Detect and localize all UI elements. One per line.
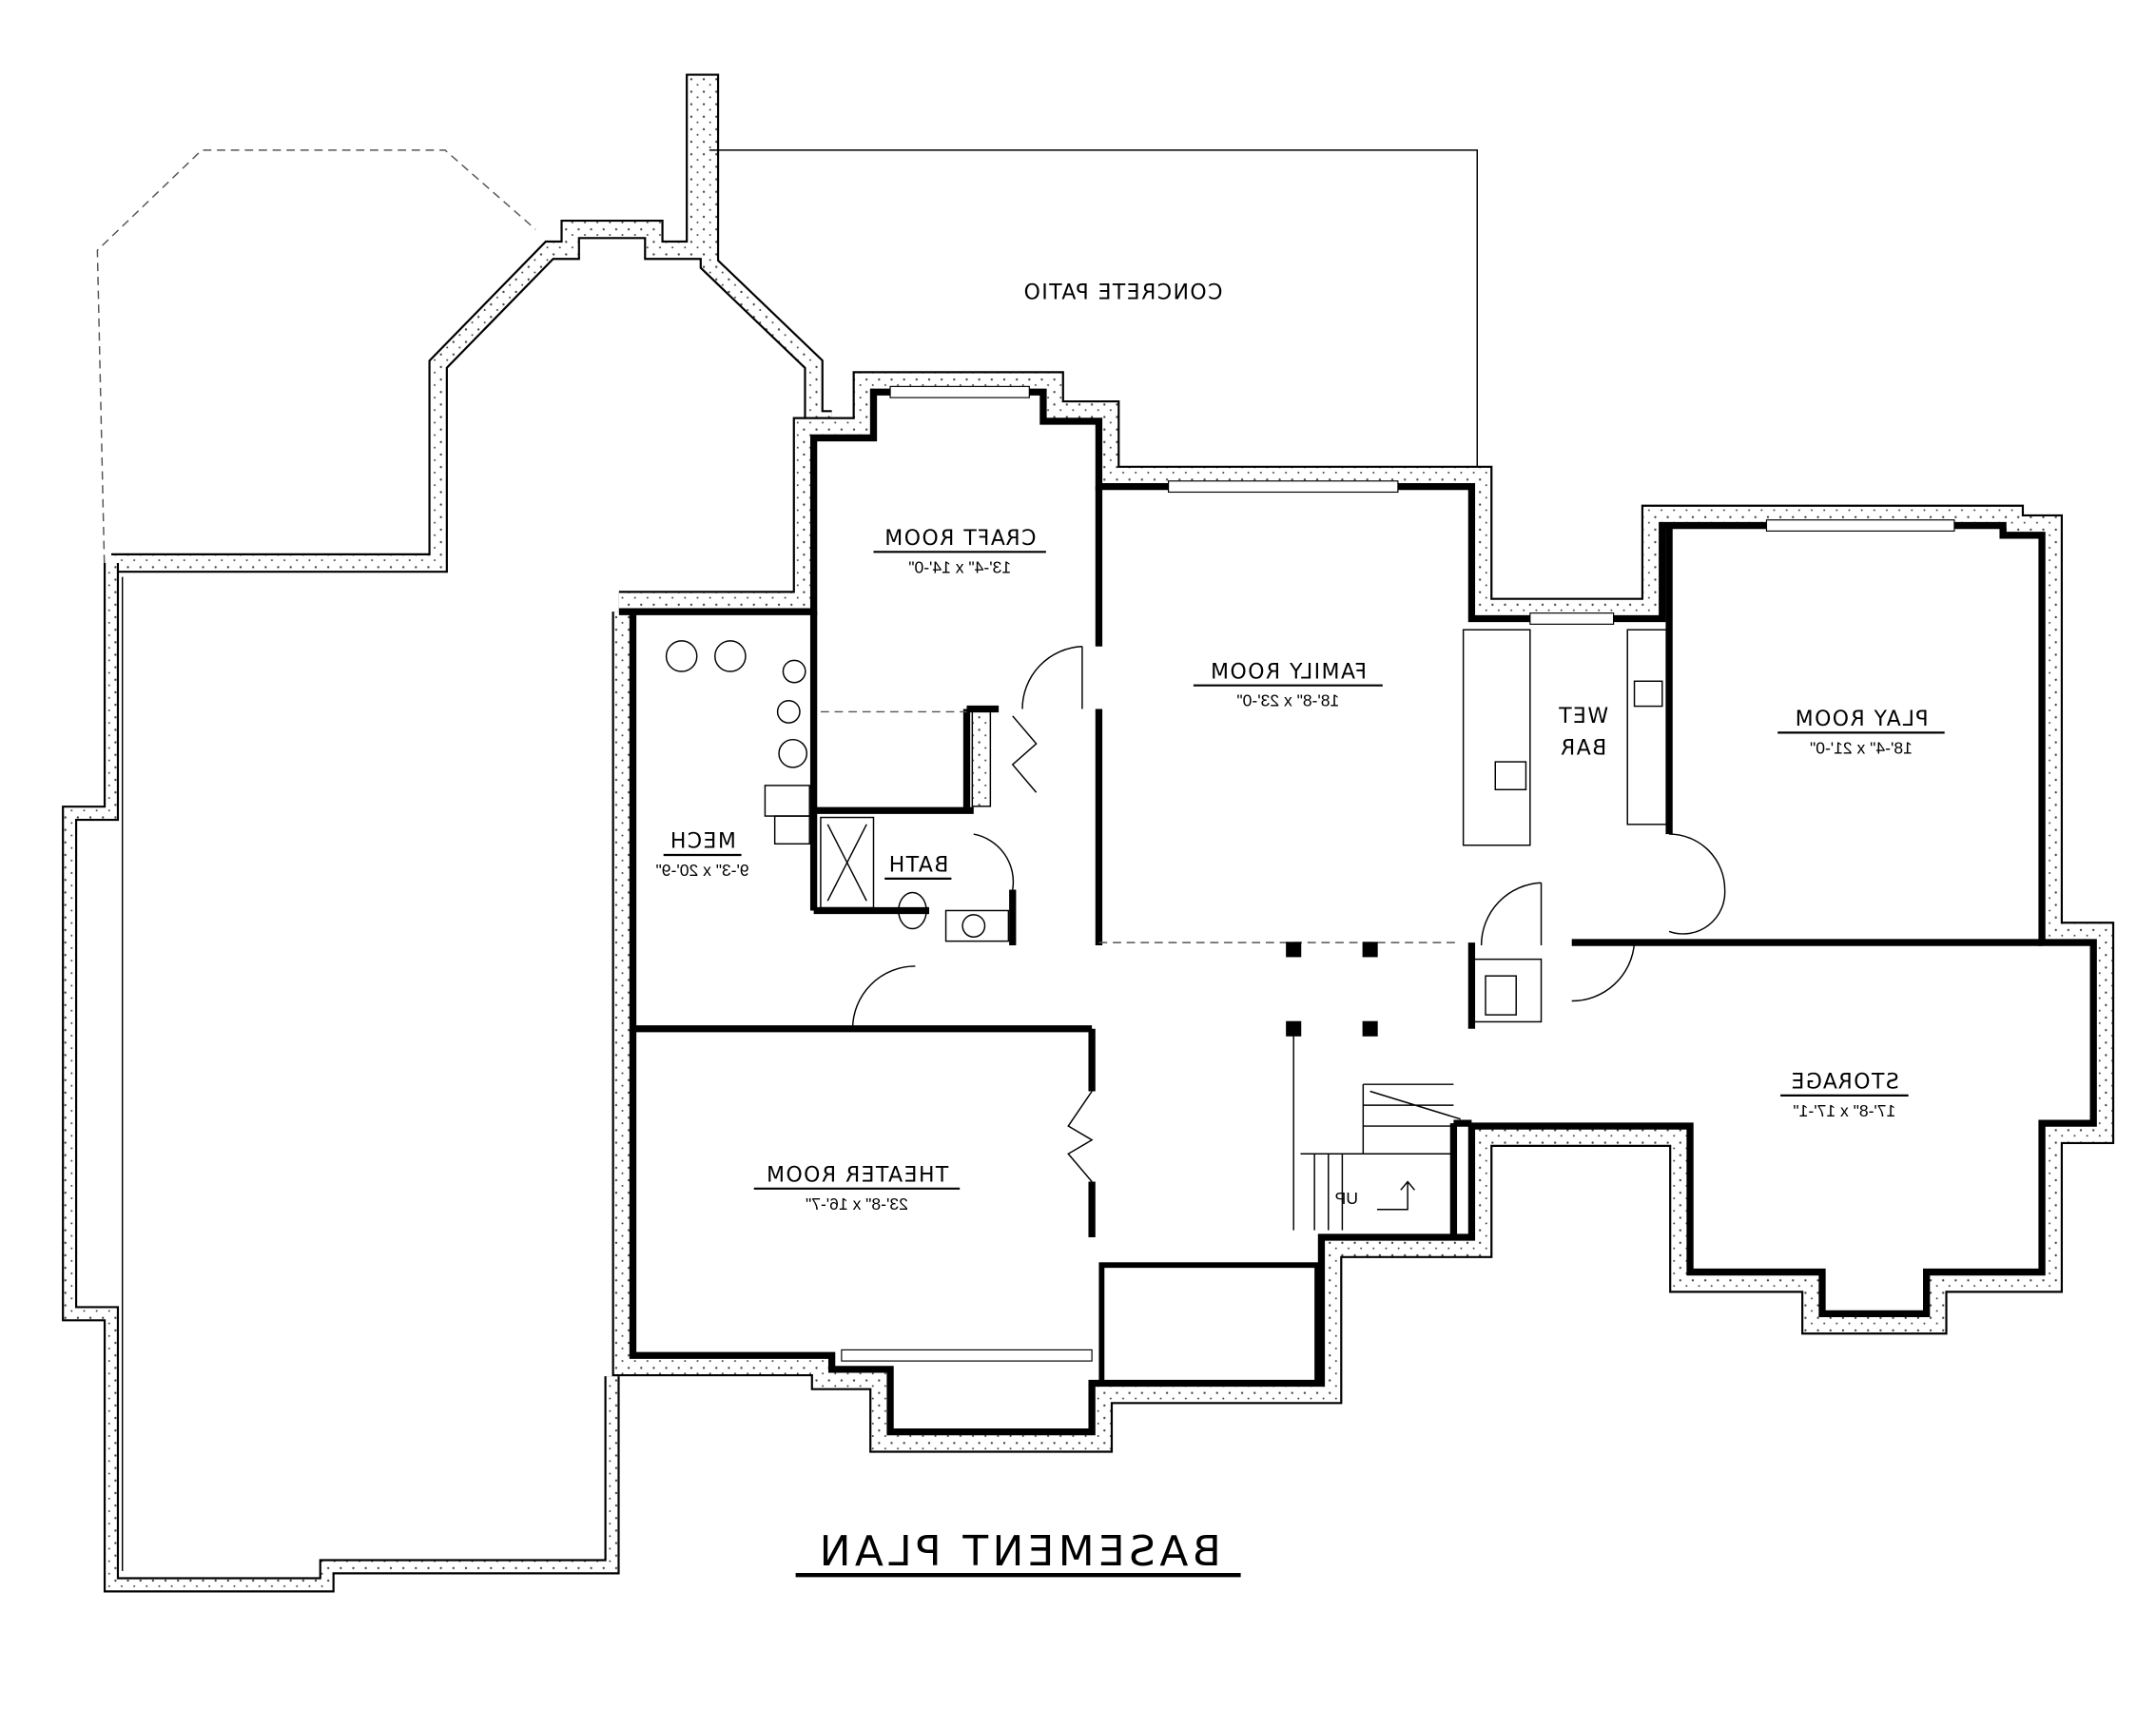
svg-text:23'-8" x 16'-7": 23'-8" x 16'-7" [806,1194,908,1213]
svg-text:BATH: BATH [887,854,948,878]
svg-text:STORAGE: STORAGE [1790,1071,1899,1095]
doors[interactable] [851,646,1726,1182]
label-craft-room: CRAFT ROOM 13'-4" x 14'-0" [873,527,1046,576]
label-bath: BATH [884,854,952,880]
svg-text:THEATER ROOM: THEATER ROOM [766,1164,950,1188]
label-play-room: PLAY ROOM 18'-4" x 21'-0" [1777,708,1945,757]
svg-text:9'-3" x 20'-9": 9'-3" x 20'-9" [656,861,749,880]
svg-text:WET: WET [1558,705,1608,728]
svg-text:CRAFT ROOM: CRAFT ROOM [884,527,1037,551]
svg-text:18'-4" x 21'-0": 18'-4" x 21'-0" [1810,738,1913,757]
plan-title: BASEMENT PLAN [795,1527,1241,1578]
label-family-room: FAMILY ROOM 18'-8" x 23'-0" [1193,660,1383,710]
label-concrete-patio: CONCRETE PATIO [1022,281,1222,304]
upper-bay-outline [96,149,536,564]
svg-text:17'-8" x 17'-1": 17'-8" x 17'-1" [1793,1101,1895,1120]
label-mech: MECH 9'-3" x 20'-9" [656,830,749,880]
svg-text:BASEMENT PLAN: BASEMENT PLAN [815,1527,1221,1576]
fixtures [665,629,1667,1023]
svg-text:13'-4" x 14'-0": 13'-4" x 14'-0" [908,557,1011,576]
exterior-walls [612,371,2115,1453]
label-wet-bar: WET BAR [1558,705,1608,761]
interior-walls [632,486,2043,1237]
stairs-up-label: UP [1335,1189,1358,1208]
left-deck [62,73,832,1593]
svg-text:CONCRETE PATIO: CONCRETE PATIO [1022,281,1222,304]
label-storage: STORAGE 17'-8" x 17'-1" [1780,1071,1909,1120]
svg-text:BAR: BAR [1560,737,1607,761]
svg-text:18'-8" x 23'-0": 18'-8" x 23'-0" [1236,691,1339,710]
concrete-patio-outline [709,149,1478,487]
stairs [1286,942,1461,1231]
window-well [1098,1262,1320,1387]
svg-text:FAMILY ROOM: FAMILY ROOM [1210,660,1367,684]
svg-text:PLAY ROOM: PLAY ROOM [1794,708,1928,731]
svg-text:MECH: MECH [669,830,735,854]
label-theater-room: THEATER ROOM 23'-8" x 16'-7" [753,1164,961,1213]
